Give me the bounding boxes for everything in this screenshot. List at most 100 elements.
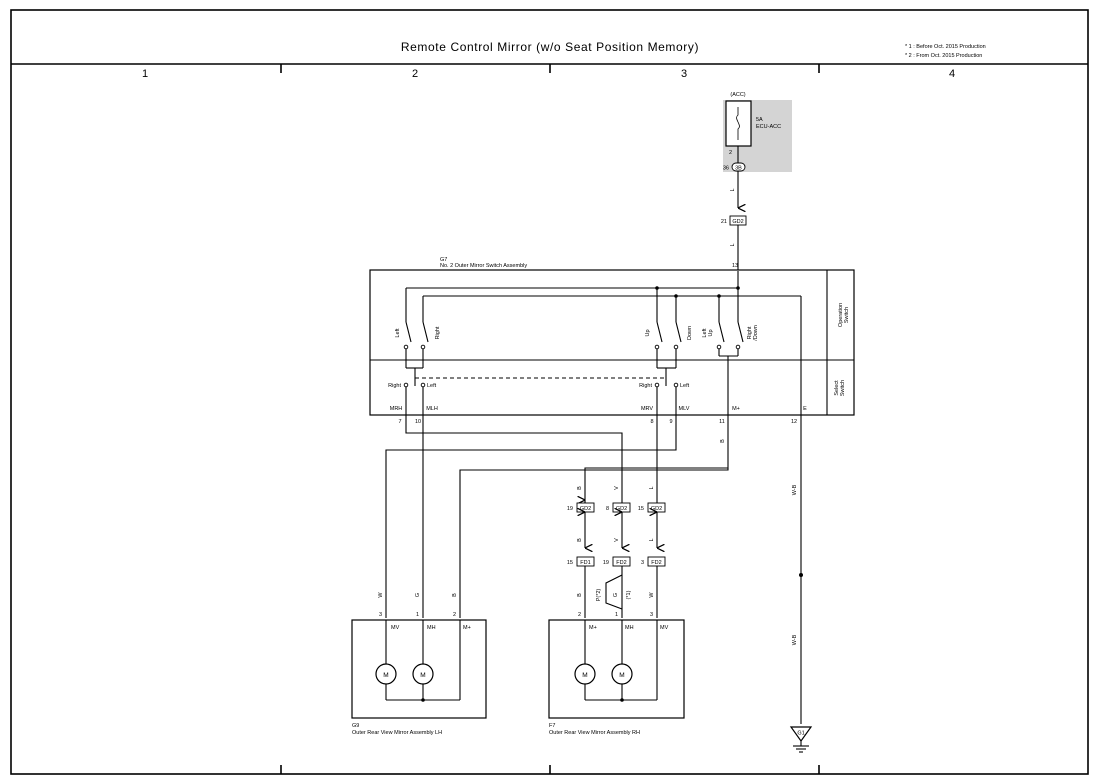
connector-fd2-3-label: FD2 [651, 560, 661, 566]
motor-label: M [582, 672, 587, 679]
wire-color-v: V [614, 538, 620, 542]
operation-switch-label-2: Switch [844, 307, 850, 323]
wire-color-b: B [720, 439, 726, 443]
wire-color-b: B [577, 486, 583, 490]
operation-switch-up-down [654, 321, 682, 368]
wire-mlv-to-lh [385, 415, 677, 618]
wire-color-l: L [649, 538, 655, 541]
sel-label-right-lh: Right [388, 383, 401, 389]
connector-gd2-8-label: GD2 [616, 506, 627, 512]
fuse-pin-top: 2 [729, 150, 732, 156]
fuse-rating: 5A [756, 117, 763, 123]
op-label-right: Right [435, 326, 441, 339]
mirror-lh-pin-2: 2 [453, 612, 456, 618]
connector-gd2-15-pin: 15 [638, 506, 644, 512]
pin-7: 7 [398, 419, 401, 425]
mirror-lh-terminal-mplus: M+ [463, 625, 471, 631]
connector-3b-label: 3B [735, 166, 742, 172]
op-label-leftup-2: Up [708, 329, 714, 336]
op-label-down: Down [687, 326, 693, 340]
zone-label-4: 4 [949, 68, 955, 80]
zone-label-2: 2 [412, 68, 418, 80]
select-switch-lh [403, 367, 426, 415]
wire-color-b: B [577, 538, 583, 542]
wire-color-l: L [730, 188, 736, 191]
wire-color-v: V [614, 486, 620, 490]
sel-label-left-rh: Left [680, 383, 690, 389]
operation-switch-leftup-rightdown [716, 321, 744, 415]
wire-mplus-rh [584, 415, 729, 503]
variant-g: G [613, 593, 619, 597]
wire-mrh-to-rh [405, 415, 623, 503]
mirror-rh-pin-3: 3 [650, 612, 653, 618]
wire-color-g: G [415, 593, 421, 597]
connector-fd2-19-pin: 19 [603, 560, 609, 566]
connector-fd2-3-pin: 3 [641, 560, 644, 566]
wire-color-l: L [649, 486, 655, 489]
wire-mplus-lh [459, 468, 729, 618]
mirror-lh-pin-3: 3 [379, 612, 382, 618]
mirror-lh-code: G9 [352, 723, 359, 729]
pin-9: 9 [669, 419, 672, 425]
select-switch-label-2: Switch [840, 380, 846, 396]
op-label-rightdown-1: Right [747, 326, 753, 339]
mirror-rh-terminal-mv: MV [660, 625, 669, 631]
zone-label-3: 3 [681, 68, 687, 80]
motor-label: M [420, 672, 425, 679]
wire-color-wb: W-B [792, 484, 798, 495]
production-note-2: * 2 : From Oct. 2015 Production [905, 53, 982, 59]
mirror-rh-pin-2: 2 [578, 612, 581, 618]
pin-12: 12 [791, 419, 797, 425]
ground-label: G1 [797, 731, 804, 737]
terminal-mlv: MLV [679, 406, 690, 412]
variant-star1: (*1) [626, 590, 632, 599]
switch-assembly-name: No. 2 Outer Mirror Switch Assembly [440, 263, 527, 269]
motor-label: M [619, 672, 624, 679]
production-note-1: * 1 : Before Oct. 2015 Production [905, 44, 986, 50]
wire-color-b: B [577, 593, 583, 597]
wire-color-w: W [649, 592, 655, 598]
connector-fd1-pin: 15 [567, 560, 573, 566]
connector-3b-pin: 36 [723, 166, 729, 172]
terminal-mlh: MLH [426, 406, 438, 412]
select-switch-label-1: Select [834, 380, 840, 396]
motor-label: M [383, 672, 388, 679]
zone-label-1: 1 [142, 68, 148, 80]
mirror-lh-terminal-mh: MH [427, 625, 436, 631]
terminal-mplus: M+ [732, 406, 740, 412]
op-label-leftup-1: Left [702, 328, 708, 338]
terminal-mrh: MRH [390, 406, 403, 412]
mirror-rh-terminal-mplus: M+ [589, 625, 597, 631]
pin-11: 11 [719, 419, 725, 425]
op-label-left: Left [395, 328, 401, 338]
op-label-rightdown-2: /Down [753, 325, 759, 341]
fuse-element-icon [736, 107, 740, 140]
pin-10: 10 [415, 419, 421, 425]
junction-dot [717, 294, 721, 298]
connector-gd2-15-label: GD2 [651, 506, 662, 512]
mirror-lh-pin-1: 1 [416, 612, 419, 618]
mirror-lh-terminal-mv: MV [391, 625, 400, 631]
sel-label-right-rh: Right [639, 383, 652, 389]
connector-gd2-top-label: GD2 [732, 219, 743, 225]
fuse-name: ECU-ACC [756, 124, 781, 130]
switch-assembly-pin-top: 13 [732, 263, 738, 269]
acc-supply-label: (ACC) [730, 92, 745, 98]
junction-dot [655, 286, 659, 290]
wire-color-l: L [730, 243, 736, 246]
connector-gd2-top-pin: 21 [721, 219, 727, 225]
sel-label-left-lh: Left [427, 383, 437, 389]
junction-dot [736, 286, 740, 290]
variant-p2: P(*2) [596, 589, 602, 602]
terminal-mrv: MRV [641, 406, 653, 412]
select-switch-rh [654, 367, 679, 415]
switch-assembly-code: G7 [440, 257, 447, 263]
wire-color-b: B [452, 593, 458, 597]
mirror-rh-pin-1: 1 [615, 612, 618, 618]
junction-dot [799, 573, 803, 577]
operation-switch-left-right [403, 321, 429, 368]
mirror-rh-code: F7 [549, 723, 555, 729]
connector-fd2-19-label: FD2 [616, 560, 626, 566]
switch-assembly-box [369, 269, 855, 416]
